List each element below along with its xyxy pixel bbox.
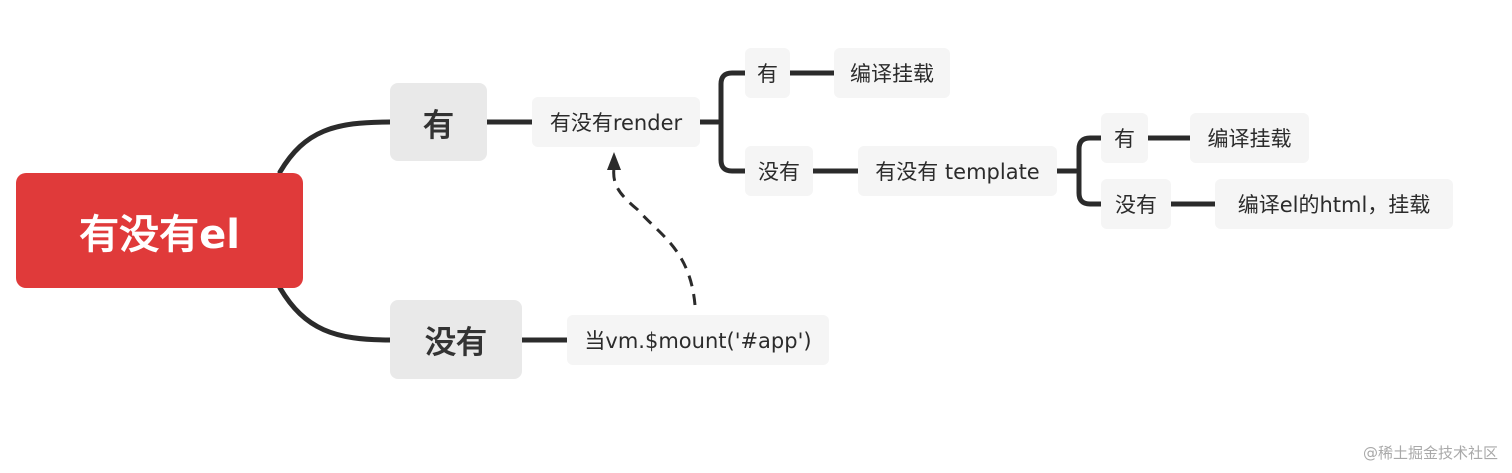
mount-to-render-dashed-arrow — [612, 167, 697, 306]
template-yes-result-label: 编译挂载 — [1207, 127, 1292, 151]
template-no-node: 没有 — [1101, 179, 1171, 229]
root-to-yes-connector — [277, 119, 393, 175]
mount-label: 当vm.$mount('#app') — [584, 329, 812, 353]
branch-yes-node: 有 — [390, 83, 487, 161]
root-label: 有没有el — [79, 211, 240, 258]
template-fork-connector — [1054, 135, 1104, 207]
template-yes-result-node: 编译挂载 — [1190, 113, 1309, 163]
render-question-label: 有没有render — [549, 111, 683, 135]
template-no-result-label: 编译el的html，挂载 — [1237, 193, 1431, 217]
branch-yes-label: 有 — [423, 107, 454, 144]
render-yes-result-label: 编译挂载 — [850, 62, 934, 86]
render-no-node: 没有 — [745, 146, 813, 196]
render-yes-label: 有 — [757, 62, 778, 86]
template-no-label: 没有 — [1115, 193, 1157, 217]
template-question-label: 有没有 template — [875, 160, 1040, 184]
render-question-node: 有没有render — [532, 97, 700, 147]
arrowhead-icon — [607, 152, 621, 170]
root-to-no-connector — [277, 285, 393, 343]
template-yes-node: 有 — [1101, 113, 1148, 163]
template-yes-label: 有 — [1114, 127, 1135, 151]
render-yes-node: 有 — [745, 48, 790, 98]
template-no-result-node: 编译el的html，挂载 — [1215, 179, 1453, 229]
template-question-node: 有没有 template — [858, 146, 1057, 196]
branch-no-node: 没有 — [390, 300, 522, 379]
render-no-label: 没有 — [758, 160, 800, 184]
root-node: 有没有el — [16, 173, 303, 288]
render-fork-connector — [697, 70, 748, 174]
branch-no-label: 没有 — [425, 325, 487, 361]
mount-node: 当vm.$mount('#app') — [567, 315, 829, 365]
render-yes-result-node: 编译挂载 — [834, 48, 950, 98]
watermark-text: @稀土掘金技术社区 — [1362, 444, 1498, 462]
